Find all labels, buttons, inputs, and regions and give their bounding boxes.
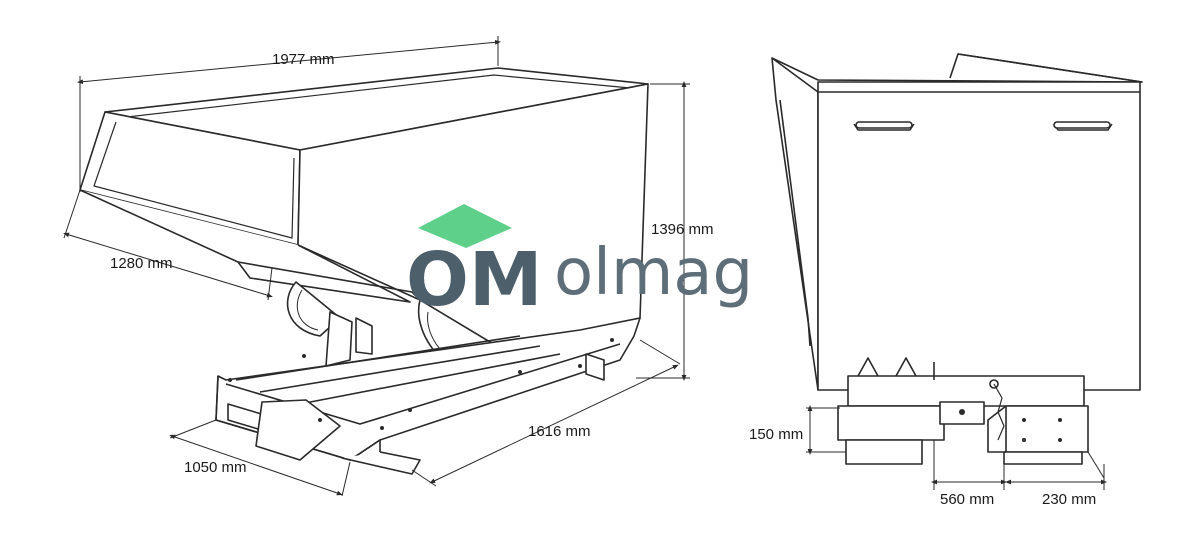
logo-name: olmag xyxy=(554,236,753,310)
dim-frame-length-label: 1616 mm xyxy=(528,423,591,440)
pivot-disc-left xyxy=(286,281,341,337)
side-panel-left xyxy=(771,57,819,391)
fork-pocket-left xyxy=(837,405,945,441)
fork-pocket-right xyxy=(1005,405,1089,453)
dim-fork-height-label: 150 mm xyxy=(749,426,803,443)
left-dimension-labels: 1977 mm 1396 mm 1280 mm 1616 mm 1050 mm xyxy=(110,51,714,476)
left-dimension-lines xyxy=(63,36,690,497)
dim-length-label: 1977 mm xyxy=(272,51,335,68)
olmag-logo: OM olmag xyxy=(406,204,753,323)
right-side-view xyxy=(771,53,1143,465)
dim-fork-spacing-label: 560 mm xyxy=(940,491,994,508)
logo-mark: OM xyxy=(406,237,543,323)
right-dimension-labels: 150 mm 560 mm 230 mm xyxy=(749,426,1096,508)
dim-depth-label: 1280 mm xyxy=(110,255,173,272)
right-dimension-lines xyxy=(806,405,1107,490)
dim-height-label: 1396 mm xyxy=(651,221,714,238)
dim-fork-width-label: 230 mm xyxy=(1042,491,1096,508)
logo-diamond-icon xyxy=(418,204,512,248)
dim-frame-width-label: 1050 mm xyxy=(184,459,247,476)
base-frame-side xyxy=(847,375,1085,407)
